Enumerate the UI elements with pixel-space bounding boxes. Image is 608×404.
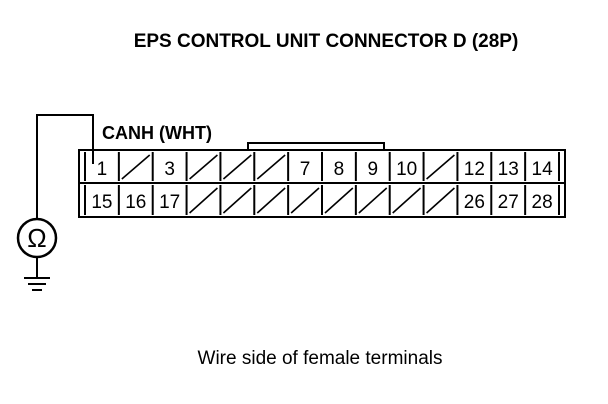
unused-pin-slash — [290, 187, 320, 214]
pin-17: 17 — [159, 192, 180, 213]
unused-pin-slash — [189, 154, 218, 180]
pin-26: 26 — [464, 192, 485, 213]
connector-lock-tab — [247, 142, 385, 150]
pin-10: 10 — [396, 159, 417, 180]
pin-27: 27 — [498, 192, 519, 213]
pin-28: 28 — [532, 192, 553, 213]
pin-7: 7 — [300, 159, 311, 180]
ground-icon — [24, 277, 50, 291]
unused-pin-slash — [358, 187, 388, 214]
probe-label: CANH (WHT) — [102, 123, 212, 143]
unused-pin-slash — [426, 154, 455, 180]
pin-13: 13 — [498, 159, 519, 180]
unused-pin-slash — [426, 187, 455, 214]
unused-pin-slash — [189, 187, 218, 214]
diagram-title: EPS CONTROL UNIT CONNECTOR D (28P) — [134, 31, 519, 52]
pin-3: 3 — [164, 159, 175, 180]
unused-pin-slash — [222, 187, 252, 214]
unused-pin-slash — [256, 187, 286, 214]
diagram-caption: Wire side of female terminals — [198, 348, 443, 369]
unused-pin-slash — [324, 187, 354, 214]
pin-1: 1 — [97, 159, 108, 180]
unused-pin-slash — [222, 154, 252, 180]
pin-15: 15 — [91, 192, 112, 213]
pin-9: 9 — [367, 159, 378, 180]
pin-16: 16 — [125, 192, 146, 213]
pin-8: 8 — [334, 159, 345, 180]
unused-pin-slash — [256, 154, 286, 180]
unused-pin-slash — [121, 154, 151, 180]
probe-wire — [36, 114, 94, 219]
ohm-symbol-icon: Ω — [27, 223, 46, 253]
unused-pin-slash — [392, 187, 422, 214]
pin-14: 14 — [532, 159, 554, 180]
pin-12: 12 — [464, 159, 485, 180]
